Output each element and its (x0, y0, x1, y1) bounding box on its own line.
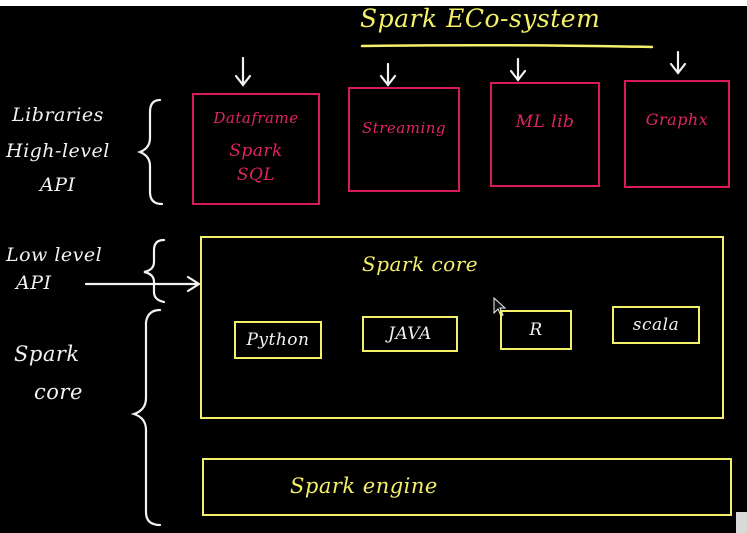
brace-low-level (143, 238, 166, 304)
language-scala-label: scala (632, 315, 680, 335)
mouse-cursor-icon (493, 296, 507, 317)
language-box-r: R (500, 310, 572, 350)
spark-core-box: Spark core Python JAVA R scala (200, 236, 724, 419)
corner-thumbnail (736, 512, 747, 533)
arrow-to-streaming (379, 62, 397, 87)
library-streaming-label: Streaming (361, 119, 447, 137)
label-core: core (34, 380, 83, 404)
brace-high-level (137, 98, 164, 206)
language-r-label: R (529, 320, 543, 340)
spark-engine-box: Spark engine (202, 458, 732, 516)
library-box-mllib: ML lib (490, 82, 600, 187)
title-underline (360, 43, 654, 49)
spark-core-label: Spark core (362, 252, 479, 276)
label-low-level: Low level (6, 244, 103, 266)
library-sql-label: SQL (236, 165, 276, 185)
library-mllib-label: ML lib (515, 112, 575, 132)
library-dataframe-label: Dataframe (213, 109, 299, 127)
label-high-level: High-level (6, 140, 110, 162)
spark-engine-label: Spark engine (290, 474, 438, 498)
library-spark-label: Spark (229, 141, 283, 161)
language-box-java: JAVA (362, 316, 458, 352)
language-java-label: JAVA (388, 324, 432, 344)
language-python-label: Python (246, 330, 310, 350)
label-libraries: Libraries (12, 104, 104, 126)
language-box-python: Python (234, 321, 322, 359)
library-box-graphx: Graphx (624, 80, 730, 188)
diagram-title: Spark ECo-system (360, 4, 601, 33)
library-box-dataframe: Dataframe Spark SQL (192, 93, 320, 205)
brace-spark-core (130, 308, 162, 527)
label-spark: Spark (14, 342, 80, 366)
library-box-streaming: Streaming (348, 87, 460, 192)
label-low-level-api: API (16, 272, 52, 294)
arrow-to-mllib (509, 57, 527, 82)
arrow-to-graphx (669, 50, 687, 75)
label-high-level-api: API (40, 174, 76, 196)
arrow-to-dataframe (234, 56, 252, 87)
arrow-low-level-to-core (84, 275, 202, 293)
window-top-edge (0, 0, 747, 6)
library-graphx-label: Graphx (645, 110, 709, 129)
language-box-scala: scala (612, 306, 700, 344)
